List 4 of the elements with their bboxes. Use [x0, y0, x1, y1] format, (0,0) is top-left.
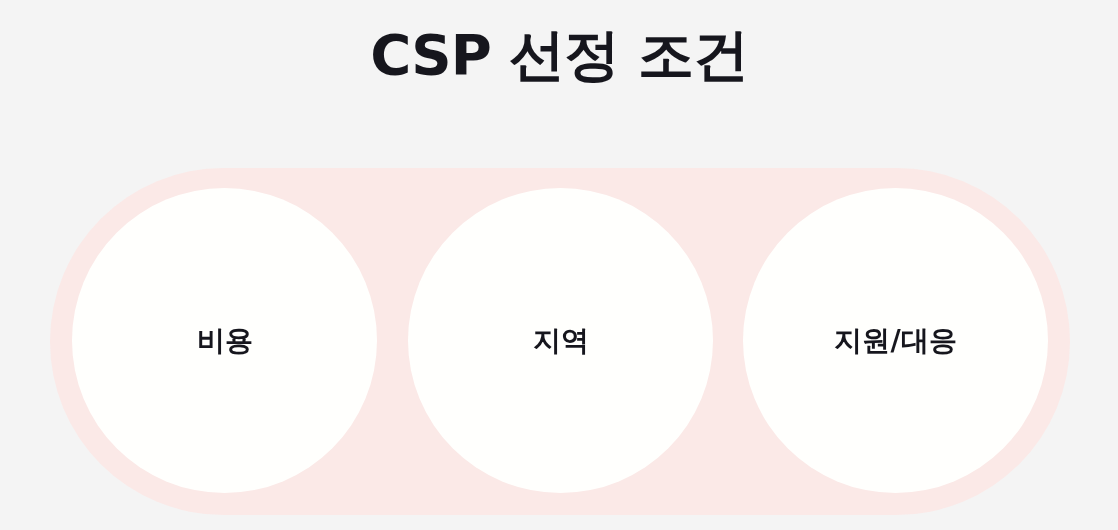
circle-label: 지원/대응 — [834, 322, 957, 359]
title: CSP 선정 조건 — [370, 21, 748, 89]
circle-label: 비용 — [196, 322, 253, 359]
circle-label: 지역 — [532, 322, 589, 359]
